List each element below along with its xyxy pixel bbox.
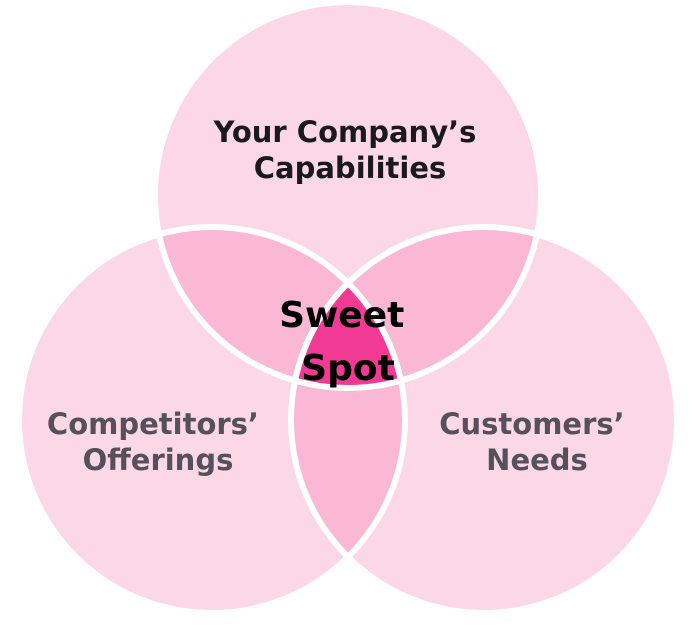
label-sweet-spot-line-1: Sweet <box>279 295 404 336</box>
label-sweet-spot: Sweet Spot <box>279 295 417 389</box>
outline-capabilities <box>152 0 544 391</box>
overlap-capabilities-customers <box>291 227 541 388</box>
label-customers-line-2: Needs <box>486 443 588 477</box>
label-capabilities-line-1: Your Company’s <box>213 115 477 149</box>
outline-customers <box>288 224 680 616</box>
label-sweet-spot-line-2: Spot <box>301 348 395 389</box>
label-competitors: Competitors’ Offerings <box>47 407 269 477</box>
label-capabilities-line-2: Capabilities <box>254 151 447 185</box>
label-competitors-line-2: Offerings <box>83 443 234 477</box>
label-competitors-line-1: Competitors’ <box>47 407 259 441</box>
label-customers-line-1: Customers’ <box>439 407 624 441</box>
overlap-capabilities-competitors <box>155 227 405 388</box>
label-customers: Customers’ Needs <box>439 407 635 477</box>
outline-competitors <box>16 224 408 616</box>
label-capabilities: Your Company’s Capabilities <box>213 115 487 185</box>
